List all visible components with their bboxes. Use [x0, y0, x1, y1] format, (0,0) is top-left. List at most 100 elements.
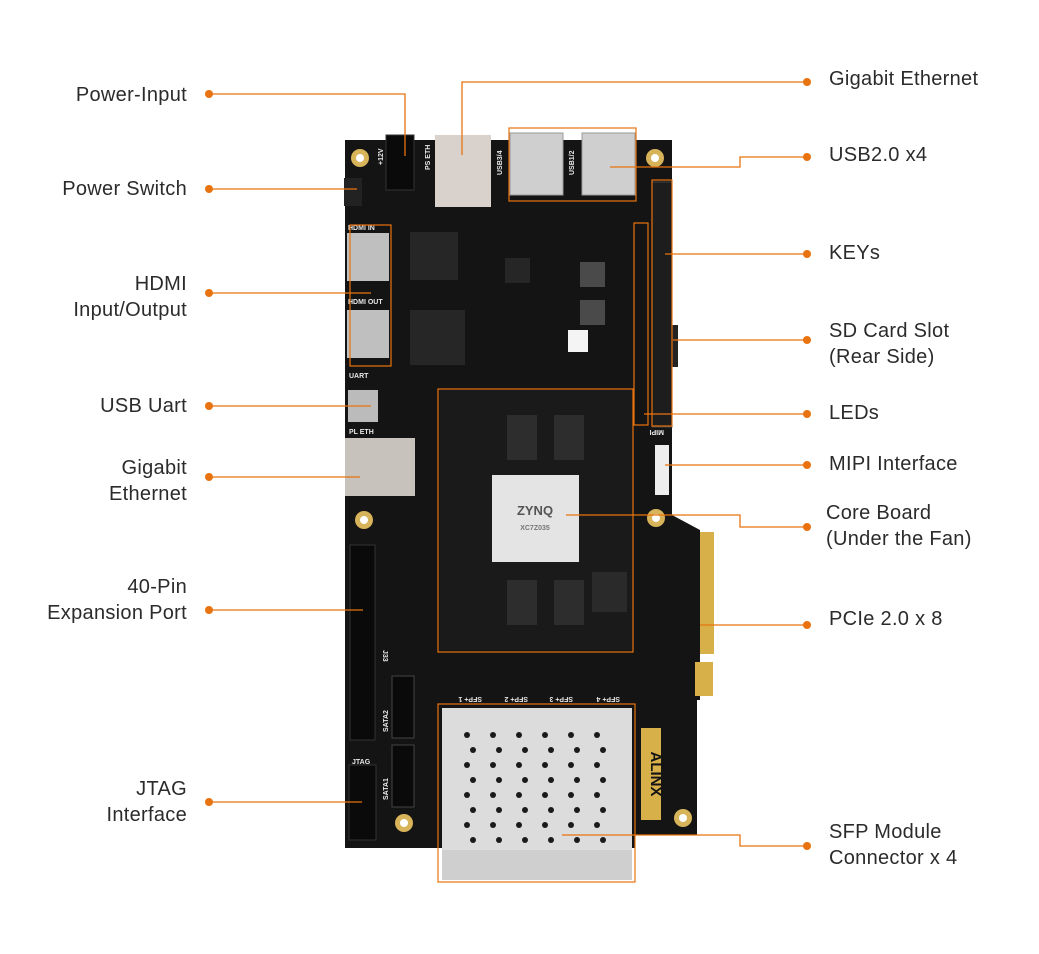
sfp-vent-hole [496, 747, 502, 753]
callout-core-board: Core Board (Under the Fan) [826, 500, 972, 552]
sfp-vent-hole [594, 792, 600, 798]
mipi-connector [655, 445, 669, 495]
callout-text: Input/Output [73, 299, 187, 321]
sfp-vent-hole [516, 792, 522, 798]
sfp-vent-hole [496, 837, 502, 843]
callout-text: KEYs [829, 242, 881, 264]
sfp-vent-hole [574, 807, 580, 813]
sfp-vent-hole [600, 777, 606, 783]
callout-text: Ethernet [108, 483, 187, 505]
callout-power-input: Power-Input [76, 82, 187, 108]
sfp-vent-holes [464, 732, 606, 843]
silk-hdmi-out: HDMI OUT [348, 299, 383, 306]
sfp-vent-hole [522, 837, 528, 843]
sfp-vent-hole [470, 837, 476, 843]
sfp-vent-hole [464, 792, 470, 798]
callout-power-switch: Power Switch [62, 176, 187, 202]
callout-keys: KEYs [829, 240, 880, 266]
sfp-vent-hole [470, 777, 476, 783]
pcie-gold-fingers [700, 532, 714, 654]
callout-text: HDMI [134, 273, 187, 295]
callout-text: Power Switch [62, 178, 187, 200]
sfp-vent-hole [600, 807, 606, 813]
callout-jtag: JTAG Interface [106, 776, 187, 828]
sfp-vent-hole [600, 747, 606, 753]
sfp-vent-hole [594, 732, 600, 738]
silk-mipi: MIPI [650, 428, 664, 435]
silk-power: +12V [378, 148, 385, 165]
sfp-vent-hole [464, 762, 470, 768]
chip-brand: ZYNQ [517, 503, 553, 518]
silk-usb34: USB3/4 [497, 150, 504, 175]
silk-uart: UART [349, 373, 369, 380]
sfp-vent-hole [568, 762, 574, 768]
sfp-vent-hole [548, 777, 554, 783]
callout-text: Expansion Port [47, 602, 187, 624]
callout-text: Gigabit [121, 457, 187, 479]
sata1-port [391, 744, 415, 808]
callout-usb: USB2.0 x4 [829, 142, 927, 168]
silk-jtag: JTAG [352, 759, 371, 766]
callout-text: PCIe 2.0 x 8 [829, 608, 943, 630]
callout-text: SFP Module [829, 821, 942, 843]
callout-text: JTAG [136, 778, 187, 800]
sfp-vent-hole [568, 792, 574, 798]
callout-text: USB Uart [100, 395, 187, 417]
sfp-vent-hole [574, 777, 580, 783]
silk-j33: J33 [381, 650, 388, 662]
callout-text: Connector x 4 [829, 847, 958, 869]
expansion-header [349, 544, 376, 741]
sfp-vent-hole [522, 777, 528, 783]
alinx-logo-text: ALINX [647, 752, 664, 797]
callout-sd-card: SD Card Slot(Rear Side) [829, 318, 949, 370]
sfp-vent-hole [568, 732, 574, 738]
sfp-vent-hole [470, 747, 476, 753]
sfp-vent-hole [516, 762, 522, 768]
silk-sfp4: SFP+ 4 [596, 695, 620, 702]
power-switch [344, 178, 362, 206]
sfp-vent-hole [464, 732, 470, 738]
hdmi-in-port [347, 233, 389, 281]
callout-text: Gigabit Ethernet [829, 68, 979, 90]
leader-lines [209, 81, 807, 847]
sfp-vent-hole [496, 807, 502, 813]
silk-sfp3: SFP+ 3 [549, 695, 573, 702]
sfp-vent-hole [490, 822, 496, 828]
callout-text: Core Board [826, 502, 932, 524]
callout-mipi: MIPI Interface [829, 451, 958, 477]
callout-leds: LEDs [829, 400, 879, 426]
power-jack [385, 134, 415, 191]
sfp-vent-hole [542, 792, 548, 798]
silk-ps-eth: PS ETH [425, 145, 432, 170]
sfp-vent-hole [490, 732, 496, 738]
usb-port-1 [509, 132, 564, 196]
sfp-vent-hole [574, 747, 580, 753]
sfp-vent-hole [464, 822, 470, 828]
sfp-vent-hole [574, 837, 580, 843]
callout-pcie: PCIe 2.0 x 8 [829, 606, 943, 632]
sfp-vent-hole [522, 807, 528, 813]
silk-sata1: SATA1 [383, 778, 390, 800]
sfp-vent-hole [548, 807, 554, 813]
zynq-chip [492, 475, 579, 562]
sfp-vent-hole [516, 732, 522, 738]
callout-text: (Under the Fan) [826, 528, 972, 550]
silk-hdmi-in: HDMI IN [348, 225, 375, 232]
pl-ethernet-port [345, 438, 415, 496]
sfp-vent-hole [496, 777, 502, 783]
callout-usb-uart: USB Uart [100, 393, 187, 419]
sfp-vent-hole [490, 792, 496, 798]
sfp-vent-hole [516, 822, 522, 828]
sata2-port [391, 675, 415, 739]
silk-sfp2: SFP+ 2 [504, 695, 528, 702]
callout-text: Interface [106, 804, 187, 826]
sfp-vent-hole [542, 762, 548, 768]
callout-gigabit-ethernet-right: Gigabit Ethernet [829, 66, 978, 92]
silk-sata2: SATA2 [383, 710, 390, 732]
silk-sfp1: SFP+ 1 [458, 695, 482, 702]
alinx-logo [641, 728, 661, 820]
